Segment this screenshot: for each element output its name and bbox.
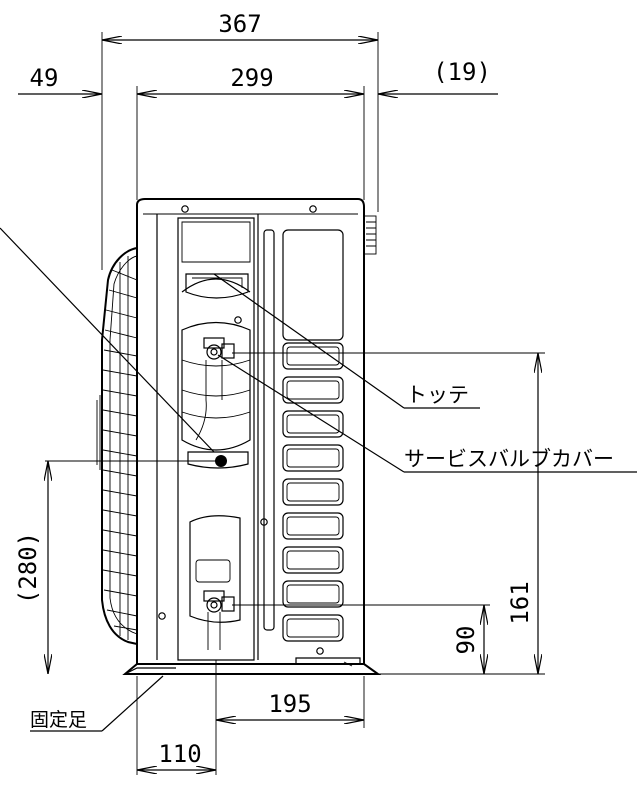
fan-guard-grille	[96, 256, 138, 640]
dimension-lines	[18, 32, 545, 775]
service-valve-cover	[177, 217, 255, 661]
dim-total-width: 367	[218, 10, 261, 38]
label-service-valve-cover: サービスバルブカバー	[404, 447, 614, 471]
reference-dot	[215, 455, 227, 467]
dim-width-195: 195	[268, 690, 311, 718]
service-valves	[189, 337, 241, 650]
dim-left-offset: 49	[30, 64, 59, 92]
label-fixed-foot: 固定足	[30, 709, 87, 731]
label-handle: トッテ	[406, 383, 469, 407]
dim-height-161: 161	[506, 581, 534, 624]
dim-right-offset: (19)	[433, 58, 491, 86]
dim-height-280: (280)	[14, 532, 42, 604]
fixed-foot	[122, 657, 382, 675]
dim-height-90: 90	[452, 626, 480, 655]
side-grille	[263, 229, 344, 642]
handle-recess	[185, 273, 249, 299]
leader-lines	[0, 227, 637, 732]
dim-width-110: 110	[158, 740, 201, 768]
dim-body-width: 299	[230, 64, 273, 92]
unit-body	[96, 198, 382, 675]
